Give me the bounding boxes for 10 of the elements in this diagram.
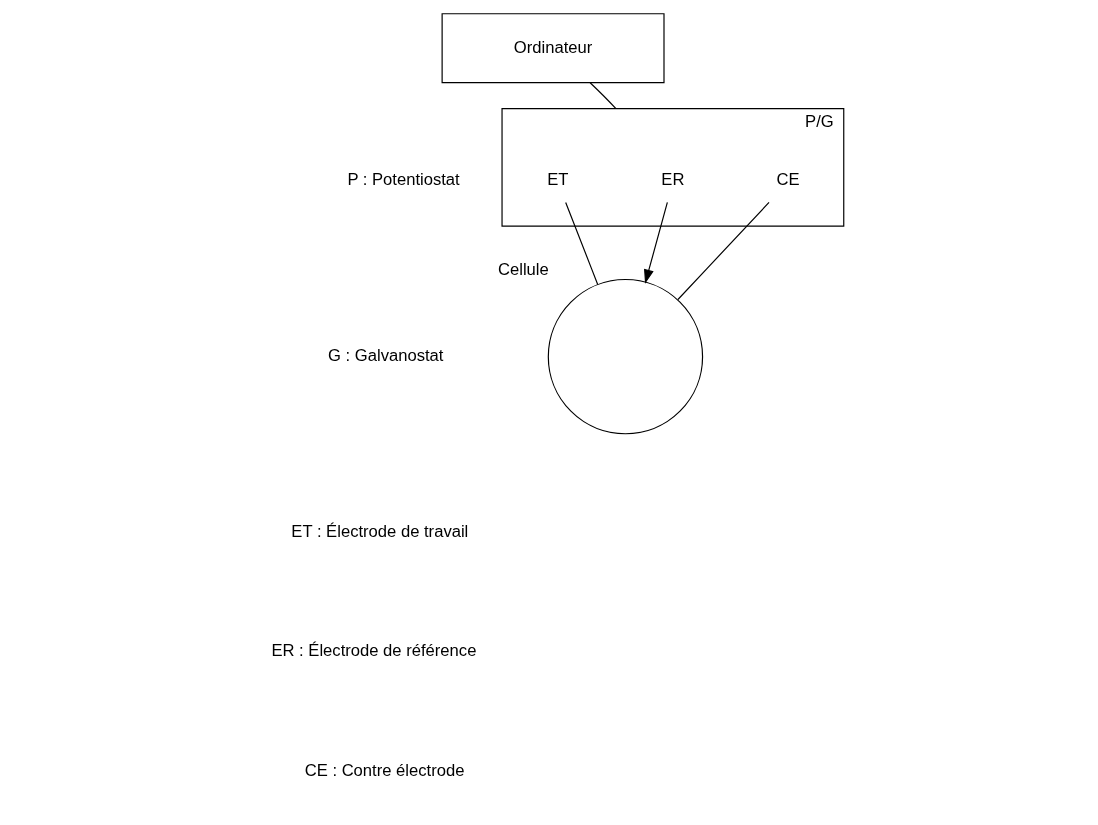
label: G : Galvanostat [327,345,443,365]
node-text: ER [660,169,684,189]
node-text: CE [775,169,800,189]
node-label: P/G [804,111,834,131]
node-label: Cellule [497,259,549,279]
label: P : Potentiostat [346,169,460,189]
label: ET : Électrode de travail [290,521,468,541]
label: ER : Électrode de référence [270,640,476,660]
node-text: ET [546,169,568,189]
label: CE : Contre électrode [304,760,464,780]
